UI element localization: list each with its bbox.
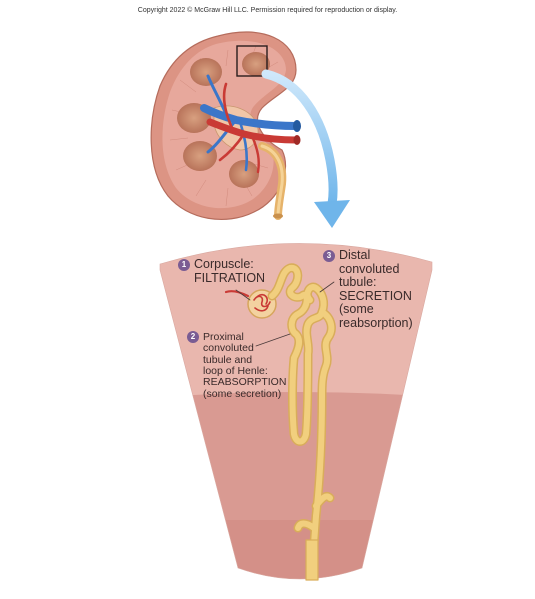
label-distal-line3: tubule: [339,275,377,289]
wedge-outline [159,243,433,580]
label-distal-line6: reabsorption) [339,315,413,330]
label-proximal: 2 Proximal convoluted tubule and loop of … [187,331,286,400]
kidney-illustration [150,31,301,221]
label-pointer-lines [235,281,335,347]
zoom-region-box [236,45,268,77]
label-distal: 3 Distal convoluted tubule: SECRETION (so… [323,248,413,330]
label-corpuscle: 1 Corpuscle: FILTRATION [178,257,266,285]
renal-vein-end [293,120,301,132]
collecting-duct-end [305,539,319,581]
label-proximal-line4: loop of Henle: [203,364,268,377]
zoom-arrow-head [314,200,350,228]
nephron [224,263,336,581]
zoom-arrow [261,69,350,228]
renal-vessels [200,74,300,174]
copyright-notice: Copyright 2022 © McGraw Hill LLC. Permis… [137,7,398,14]
label-proximal-line6: (some secretion) [203,387,282,400]
glomerulus [253,293,271,312]
label-corpuscle-line1: Corpuscle: [194,257,254,271]
label-corpuscle-line2: FILTRATION [194,270,266,285]
ureter-end [273,213,283,219]
label-proximal-line2: convoluted [203,342,254,355]
label-distal-line2: convoluted [339,261,400,276]
step-badge-2: 2 [187,331,199,343]
label-proximal-line3: tubule and [203,353,253,366]
renal-pyramids [177,52,270,188]
label-distal-line1: Distal [339,248,371,262]
label-distal-line4: SECRETION [339,288,412,303]
label-proximal-line1: Proximal [203,331,244,343]
step-badge-1: 1 [178,259,190,271]
renal-artery-end [293,135,301,145]
label-distal-line5: (some [339,302,374,316]
label-proximal-line5: REABSORPTION [203,376,287,389]
step-badge-3: 3 [323,250,335,262]
